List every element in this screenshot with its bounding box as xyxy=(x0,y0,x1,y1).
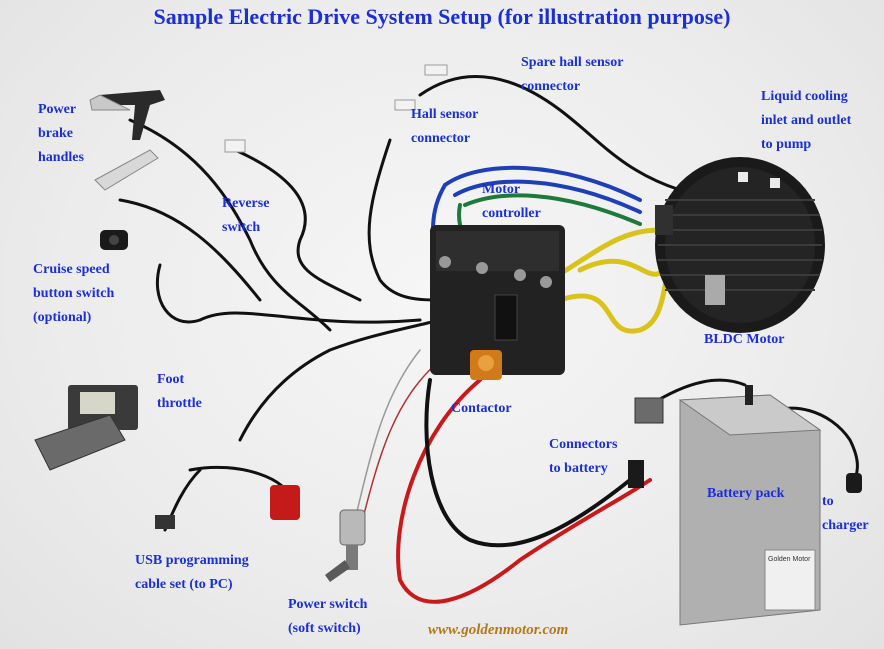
bldc-motor-label: BLDC Motor xyxy=(704,332,785,347)
power-switch-label: Power switch (soft switch) xyxy=(288,597,368,636)
motor-controller-label: Motor controller xyxy=(482,182,541,221)
power-brake-label: Power brake handles xyxy=(38,102,84,165)
website-url: www.goldenmotor.com xyxy=(428,622,569,638)
liquid-cooling-label: Liquid cooling inlet and outlet to pump xyxy=(761,89,852,152)
battery-brand-text: Golden Motor xyxy=(768,556,811,563)
hall-sensor-label: Hall sensor connector xyxy=(411,107,479,146)
spare-hall-sensor-label: Spare hall sensor connector xyxy=(521,55,624,94)
battery-pack-label: Battery pack xyxy=(707,486,785,501)
reverse-switch-label: Reverse switch xyxy=(222,196,270,235)
page-title: Sample Electric Drive System Setup (for … xyxy=(153,4,731,29)
to-charger-label: to charger xyxy=(822,494,869,533)
contactor-label: Contactor xyxy=(451,401,512,416)
foot-throttle-label: Foot throttle xyxy=(157,372,202,411)
cruise-switch-label: Cruise speed button switch (optional) xyxy=(33,262,115,325)
connectors-battery-label: Connectors to battery xyxy=(549,437,618,476)
usb-cable-label: USB programming cable set (to PC) xyxy=(135,553,249,592)
